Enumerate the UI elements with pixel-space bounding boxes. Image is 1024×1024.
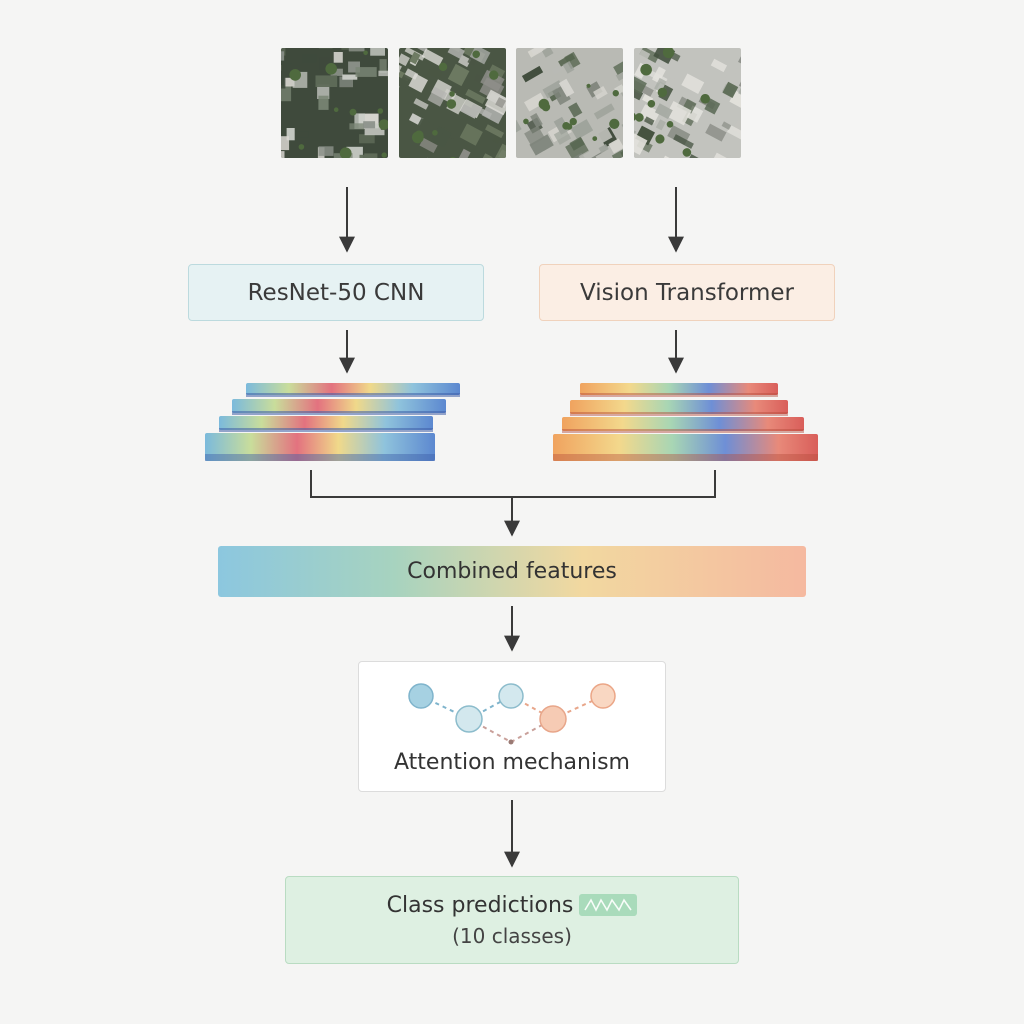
attention-node	[539, 705, 567, 733]
vit-feature-stack	[553, 383, 818, 461]
aerial-image-2	[399, 48, 506, 158]
prediction-sublabel: (10 classes)	[452, 923, 572, 948]
resnet-feature-stack	[205, 383, 460, 461]
combined-features-bar: Combined features	[218, 546, 806, 597]
aerial-image-3	[516, 48, 623, 158]
attention-graph-icon	[408, 683, 616, 745]
attention-node	[590, 683, 616, 709]
resnet-cnn-box: ResNet-50 CNN	[188, 264, 484, 321]
merge-connector	[310, 470, 716, 498]
aerial-image-4	[634, 48, 741, 158]
combined-label: Combined features	[407, 559, 617, 584]
attention-node	[408, 683, 434, 709]
attention-mechanism-box: Attention mechanism	[358, 661, 666, 792]
attention-node	[498, 683, 524, 709]
aerial-image-1	[281, 48, 388, 158]
resnet-label: ResNet-50 CNN	[247, 279, 425, 306]
vit-label: Vision Transformer	[580, 279, 794, 306]
prediction-label: Class predictions	[386, 892, 574, 918]
prediction-badge-icon	[579, 894, 638, 916]
class-predictions-box: Class predictions (10 classes)	[285, 876, 739, 964]
attention-label: Attention mechanism	[394, 750, 630, 775]
vision-transformer-box: Vision Transformer	[539, 264, 835, 321]
attention-node	[455, 705, 483, 733]
